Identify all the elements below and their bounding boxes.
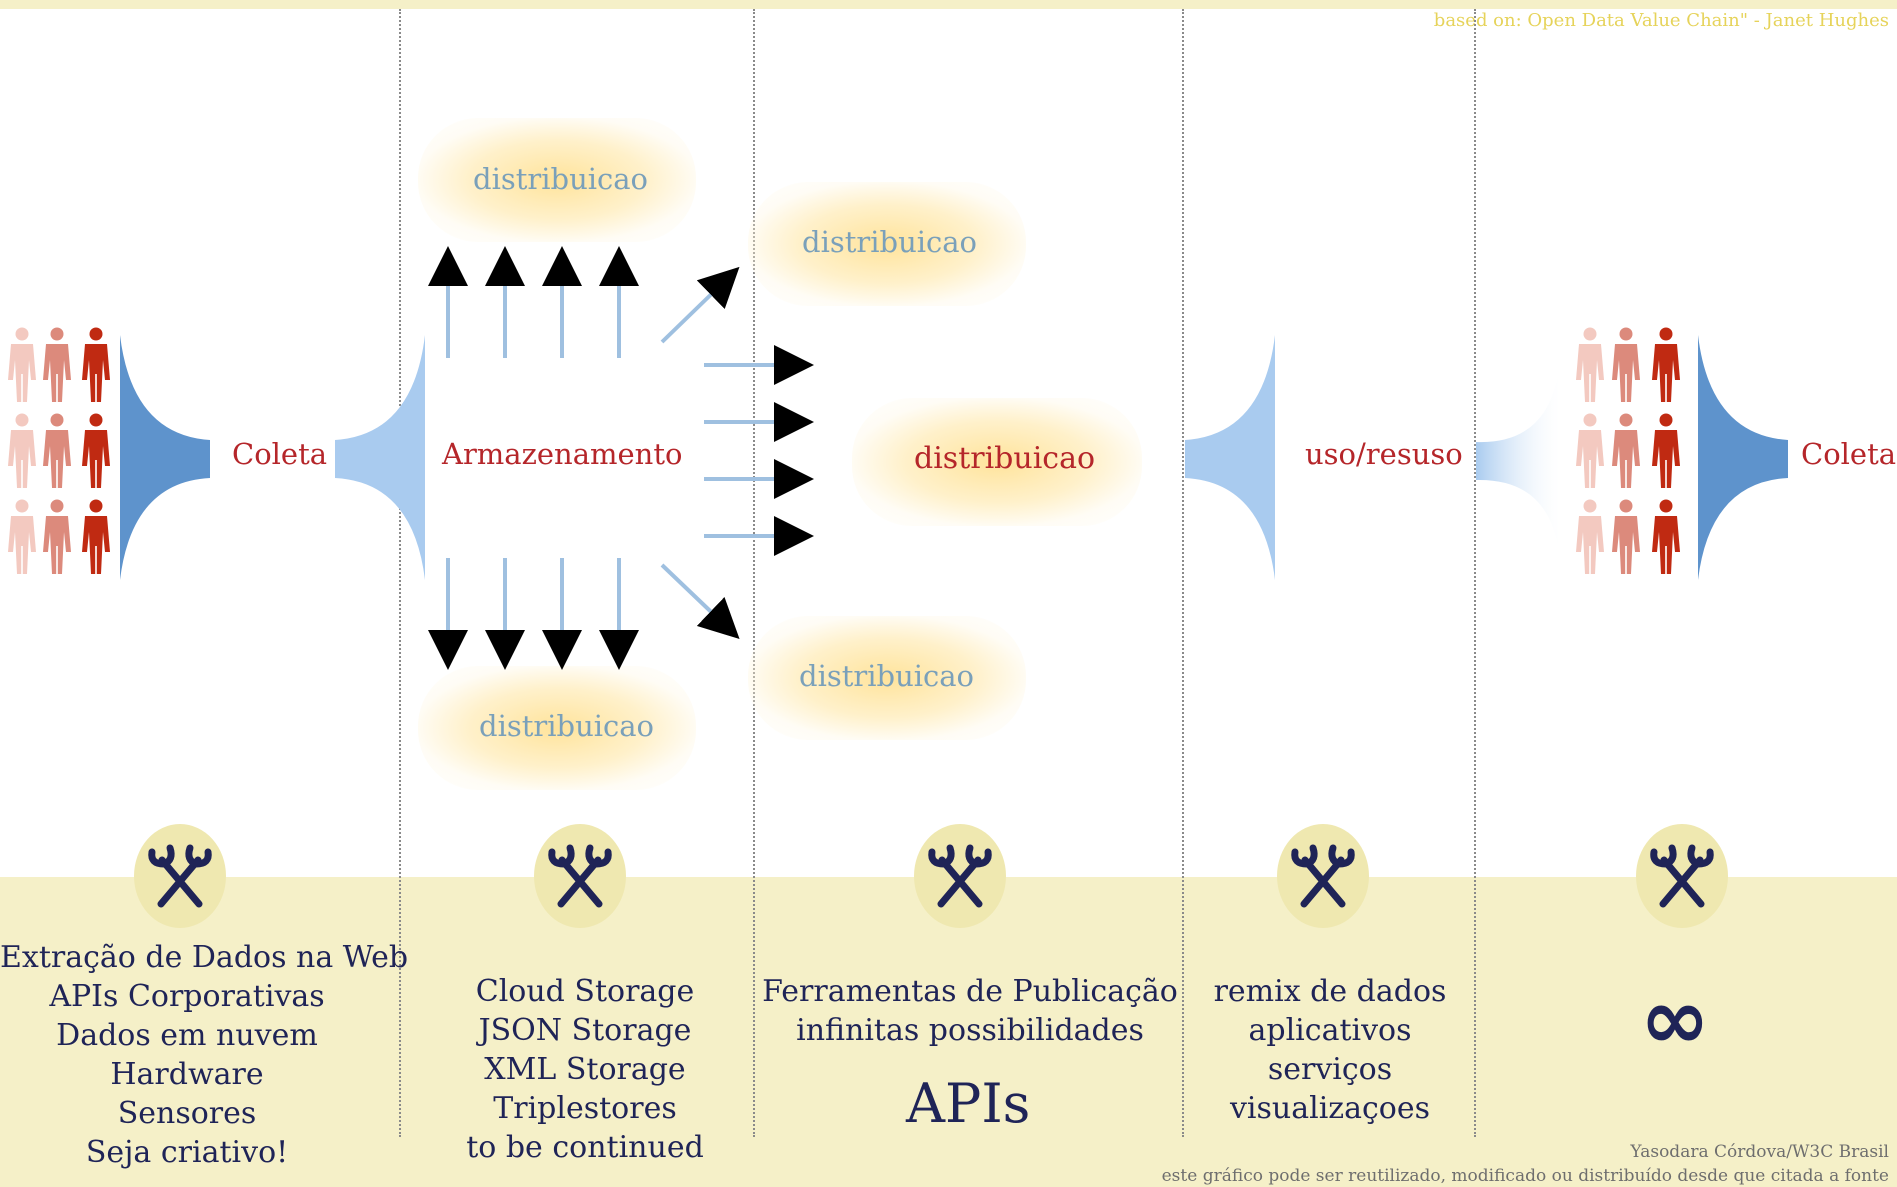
column-divider <box>1182 9 1184 1137</box>
funnel-shape <box>1698 335 1788 580</box>
list-item: JSON Storage <box>478 1013 692 1048</box>
list-item: remix de dados <box>1213 974 1447 1009</box>
column-divider <box>753 9 755 1137</box>
tools-icon-badge <box>1277 824 1369 928</box>
stage-label-uso: uso/resuso <box>1305 437 1463 471</box>
stage-label-coleta-left: Coleta <box>232 437 328 471</box>
list-item: Cloud Storage <box>475 974 695 1009</box>
column-list-publication: Ferramentas de Publicação infinitas poss… <box>760 972 1180 1050</box>
list-item: infinitas possibilidades <box>796 1013 1144 1048</box>
people-icon <box>82 327 110 574</box>
column-list-storage: Cloud Storage JSON Storage XML Storage T… <box>420 972 750 1167</box>
list-item: XML Storage <box>484 1052 686 1087</box>
distribution-label-lower-right: distribuicao <box>799 659 975 693</box>
stage-label-coleta-right: Coleta <box>1801 437 1897 471</box>
column-list-coleta: Extração de Dados na Web APIs Corporativ… <box>0 938 409 1172</box>
tools-icon <box>548 844 612 908</box>
tools-icon-badge <box>1636 824 1728 928</box>
people-icon <box>43 327 71 574</box>
people-icon <box>1612 327 1640 574</box>
apis-heading: APIs <box>906 1072 1031 1135</box>
funnel-shape <box>120 335 210 580</box>
stage-label-distribuicao: distribuicao <box>914 441 1096 476</box>
license-note: este gráfico pode ser reutilizado, modif… <box>1161 1166 1889 1186</box>
list-item: Hardware <box>110 1057 264 1092</box>
column-divider <box>1474 9 1476 1137</box>
credit-text: based on: Open Data Value Chain" - Janet… <box>1433 10 1889 31</box>
arrows-up <box>428 246 740 358</box>
distribution-label-bottom: distribuicao <box>479 709 655 743</box>
list-item: Ferramentas de Publicação <box>762 974 1178 1009</box>
column-divider <box>399 9 401 1137</box>
arrows-right <box>704 345 814 556</box>
column-list-uso: remix de dados aplicativos serviços visu… <box>1190 972 1470 1128</box>
stage-label-armazenamento: Armazenamento <box>442 437 683 471</box>
people-icon-group-right <box>1576 327 1680 574</box>
list-item: visualizaçoes <box>1229 1091 1431 1126</box>
arrows-down <box>428 558 740 670</box>
list-item: Seja criativo! <box>85 1135 289 1170</box>
list-item: to be continued <box>466 1130 704 1165</box>
people-icon-group-left <box>8 327 110 574</box>
tools-icon <box>1291 844 1355 908</box>
arrow-icon <box>660 266 740 344</box>
glow-upper-right <box>748 182 1026 306</box>
funnel-shape <box>1185 335 1275 580</box>
people-icon <box>1576 327 1604 574</box>
tools-icon <box>928 844 992 908</box>
glow-bottom <box>418 666 696 790</box>
bottom-band <box>0 877 1897 1187</box>
top-band <box>0 0 1897 9</box>
glow-lower-right <box>748 616 1026 740</box>
list-item: Dados em nuvem <box>56 1018 318 1053</box>
tools-icon-badge <box>134 824 226 928</box>
arrow-icon <box>660 563 740 640</box>
glow-top <box>418 118 696 242</box>
distribution-label-top: distribuicao <box>473 162 649 196</box>
funnel-shape <box>335 335 425 580</box>
list-item: APIs Corporativas <box>49 979 325 1014</box>
distribution-label-upper-right: distribuicao <box>802 225 978 259</box>
list-item: aplicativos <box>1248 1013 1412 1048</box>
funnel-shape <box>1476 360 1560 560</box>
people-icon <box>1652 327 1680 574</box>
list-item: Sensores <box>117 1096 257 1131</box>
tools-icon-badge <box>914 824 1006 928</box>
tools-icon <box>148 844 212 908</box>
tools-icon-badge <box>534 824 626 928</box>
infinity-icon: ∞ <box>1640 970 1710 1068</box>
list-item: Extração de Dados na Web <box>0 940 409 975</box>
list-item: Triplestores <box>493 1091 677 1126</box>
list-item: serviços <box>1267 1052 1393 1087</box>
people-icon <box>8 327 36 574</box>
glow-center <box>852 398 1142 526</box>
author-credit: Yasodara Córdova/W3C Brasil <box>1630 1142 1889 1162</box>
tools-icon <box>1650 844 1714 908</box>
